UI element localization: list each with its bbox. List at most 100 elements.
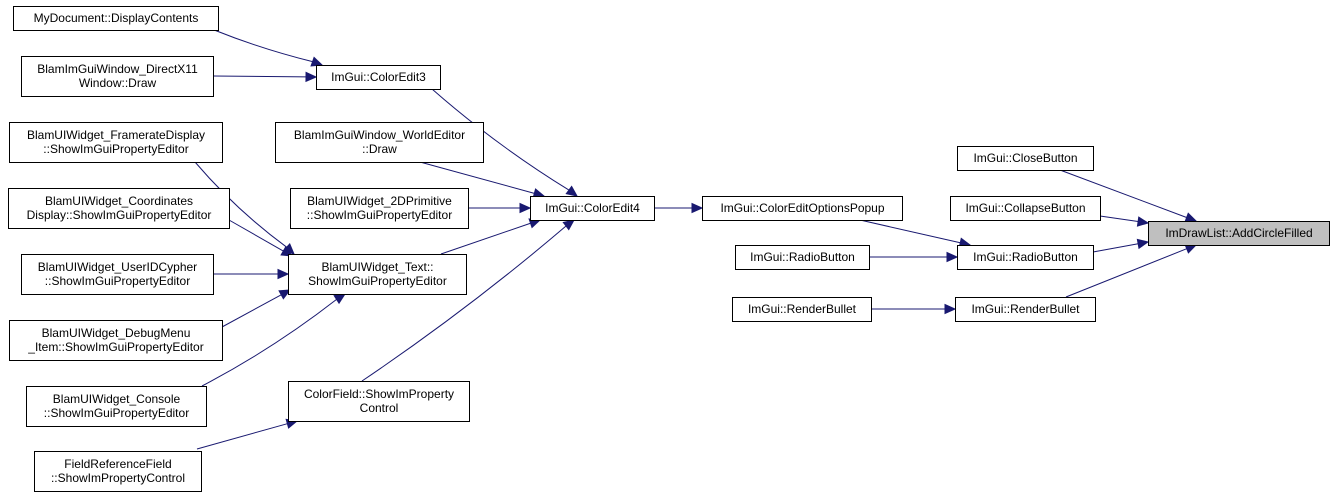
node-label: BlamUIWidget_Coordinates bbox=[45, 194, 193, 208]
edge-renderbullet_right-to-addcirclefilled bbox=[1065, 244, 1198, 298]
node-label: Window::Draw bbox=[79, 76, 157, 90]
node-box[interactable] bbox=[732, 297, 872, 322]
edge-line bbox=[221, 294, 282, 328]
edge-coordinates-to-widgettext bbox=[228, 219, 294, 257]
node-coordinates[interactable]: BlamUIWidget_CoordinatesDisplay::ShowImG… bbox=[8, 188, 230, 229]
node-label: ImGui::CollapseButton bbox=[965, 201, 1085, 215]
node-label: ImGui::RenderBullet bbox=[971, 302, 1080, 316]
node-box[interactable] bbox=[1148, 221, 1330, 246]
node-label: ImGui::RenderBullet bbox=[748, 302, 857, 316]
edge-line bbox=[1099, 215, 1139, 223]
edge-line bbox=[228, 219, 284, 252]
node-box[interactable] bbox=[955, 297, 1096, 322]
edge-arrowhead-icon bbox=[333, 293, 347, 305]
node-label: Control bbox=[360, 401, 399, 415]
node-label: _Item::ShowImGuiPropertyEditor bbox=[27, 340, 203, 354]
edge-arrowhead-icon bbox=[691, 202, 704, 214]
node-label: BlamUIWidget_2DPrimitive bbox=[307, 194, 452, 208]
node-console[interactable]: BlamUIWidget_Console::ShowImGuiPropertyE… bbox=[26, 386, 207, 427]
edge-arrowhead-icon bbox=[310, 56, 324, 67]
edge-collapsebutton-to-addcirclefilled bbox=[1099, 215, 1150, 227]
node-box[interactable] bbox=[316, 65, 441, 90]
node-label: ::ShowImGuiPropertyEditor bbox=[44, 406, 189, 420]
node-box[interactable] bbox=[288, 254, 467, 295]
edge-arrowhead-icon bbox=[305, 71, 318, 83]
node-coloredit4[interactable]: ImGui::ColorEdit4 bbox=[530, 196, 655, 221]
node-box[interactable] bbox=[8, 188, 230, 229]
edge-debugmenu-to-widgettext bbox=[221, 289, 292, 328]
node-framerate[interactable]: BlamUIWidget_FramerateDisplay::ShowImGui… bbox=[9, 122, 223, 163]
node-coloreditoptions[interactable]: ImGui::ColorEditOptionsPopup bbox=[702, 196, 903, 221]
node-label: ::ShowImGuiPropertyEditor bbox=[43, 142, 188, 156]
node-widgettext[interactable]: BlamUIWidget_Text::ShowImGuiPropertyEdit… bbox=[288, 254, 467, 295]
node-box[interactable] bbox=[21, 254, 214, 295]
edge-line bbox=[1059, 169, 1187, 218]
node-box[interactable] bbox=[21, 56, 214, 97]
edge-arrowhead-icon bbox=[946, 251, 959, 263]
node-label: ::ShowImGuiPropertyEditor bbox=[45, 274, 190, 288]
node-label: ::Draw bbox=[362, 142, 397, 156]
node-box[interactable] bbox=[950, 196, 1101, 221]
node-box[interactable] bbox=[13, 6, 219, 31]
node-box[interactable] bbox=[26, 386, 207, 427]
node-fieldref[interactable]: FieldReferenceField::ShowImPropertyContr… bbox=[34, 451, 202, 492]
edge-arrowhead-icon bbox=[278, 289, 292, 300]
node-label: Display::ShowImGuiPropertyEditor bbox=[27, 208, 212, 222]
node-colorfield[interactable]: ColorField::ShowImPropertyControl bbox=[288, 381, 470, 422]
node-debugmenu[interactable]: BlamUIWidget_DebugMenu_Item::ShowImGuiPr… bbox=[9, 320, 223, 361]
node-label: BlamUIWidget_Console bbox=[53, 392, 181, 406]
node-renderbullet_left[interactable]: ImGui::RenderBullet bbox=[732, 297, 872, 322]
node-label: BlamUIWidget_Text:: bbox=[321, 260, 433, 274]
node-box[interactable] bbox=[275, 122, 484, 163]
edges-layer bbox=[174, 12, 1198, 450]
edge-arrowhead-icon bbox=[519, 202, 532, 214]
node-box[interactable] bbox=[290, 188, 469, 229]
node-addcirclefilled[interactable]: ImDrawList::AddCircleFilled bbox=[1148, 221, 1330, 246]
node-label: ShowImGuiPropertyEditor bbox=[308, 274, 447, 288]
edge-arrowhead-icon bbox=[280, 246, 294, 257]
node-label: BlamImGuiWindow_WorldEditor bbox=[294, 128, 465, 142]
node-label: BlamUIWidget_DebugMenu bbox=[42, 326, 191, 340]
edge-renderbullet_left-to-renderbullet_right bbox=[871, 303, 957, 315]
node-box[interactable] bbox=[957, 245, 1094, 270]
node-label: BlamUIWidget_UserIDCypher bbox=[38, 260, 197, 274]
node-box[interactable] bbox=[735, 245, 870, 270]
edge-line bbox=[196, 423, 288, 450]
node-worldeditor[interactable]: BlamImGuiWindow_WorldEditor::Draw bbox=[275, 122, 484, 163]
edge-arrowhead-icon bbox=[1136, 238, 1150, 250]
edge-line bbox=[419, 161, 535, 194]
node-box[interactable] bbox=[34, 451, 202, 492]
node-mydoc[interactable]: MyDocument::DisplayContents bbox=[13, 6, 219, 31]
node-box[interactable] bbox=[9, 122, 223, 163]
node-box[interactable] bbox=[702, 196, 903, 221]
node-box[interactable] bbox=[288, 381, 470, 422]
node-box[interactable] bbox=[530, 196, 655, 221]
edge-line bbox=[201, 299, 337, 387]
edge-arrowhead-icon bbox=[1136, 216, 1150, 227]
node-useridcypher[interactable]: BlamUIWidget_UserIDCypher::ShowImGuiProp… bbox=[21, 254, 214, 295]
node-closebutton[interactable]: ImGui::CloseButton bbox=[957, 146, 1094, 171]
node-radiobutton_left[interactable]: ImGui::RadioButton bbox=[735, 245, 870, 270]
edge-line bbox=[431, 88, 570, 191]
edge-radiobutton_left-to-radiobutton_right bbox=[869, 251, 959, 263]
node-label: ImGui::CloseButton bbox=[973, 151, 1077, 165]
node-label: ImGui::ColorEditOptionsPopup bbox=[720, 201, 884, 215]
edge-colorfield-to-coloredit4 bbox=[361, 219, 575, 382]
node-label: ImDrawList::AddCircleFilled bbox=[1165, 226, 1312, 240]
edge-line bbox=[361, 225, 567, 382]
node-coloredit3[interactable]: ImGui::ColorEdit3 bbox=[316, 65, 441, 90]
node-collapsebutton[interactable]: ImGui::CollapseButton bbox=[950, 196, 1101, 221]
edge-coloredit4-to-coloreditoptions bbox=[654, 202, 704, 214]
node-radiobutton_right[interactable]: ImGui::RadioButton bbox=[957, 245, 1094, 270]
node-label: ::ShowImPropertyControl bbox=[51, 471, 185, 485]
edge-fieldref-to-colorfield bbox=[196, 418, 299, 450]
node-box[interactable] bbox=[9, 320, 223, 361]
node-primitive2d[interactable]: BlamUIWidget_2DPrimitive::ShowImGuiPrope… bbox=[290, 188, 469, 229]
node-box[interactable] bbox=[957, 146, 1094, 171]
node-label: FieldReferenceField bbox=[64, 457, 171, 471]
edge-arrowhead-icon bbox=[1184, 212, 1198, 223]
node-label: ImGui::RadioButton bbox=[973, 250, 1078, 264]
node-renderbullet_right[interactable]: ImGui::RenderBullet bbox=[955, 297, 1096, 322]
